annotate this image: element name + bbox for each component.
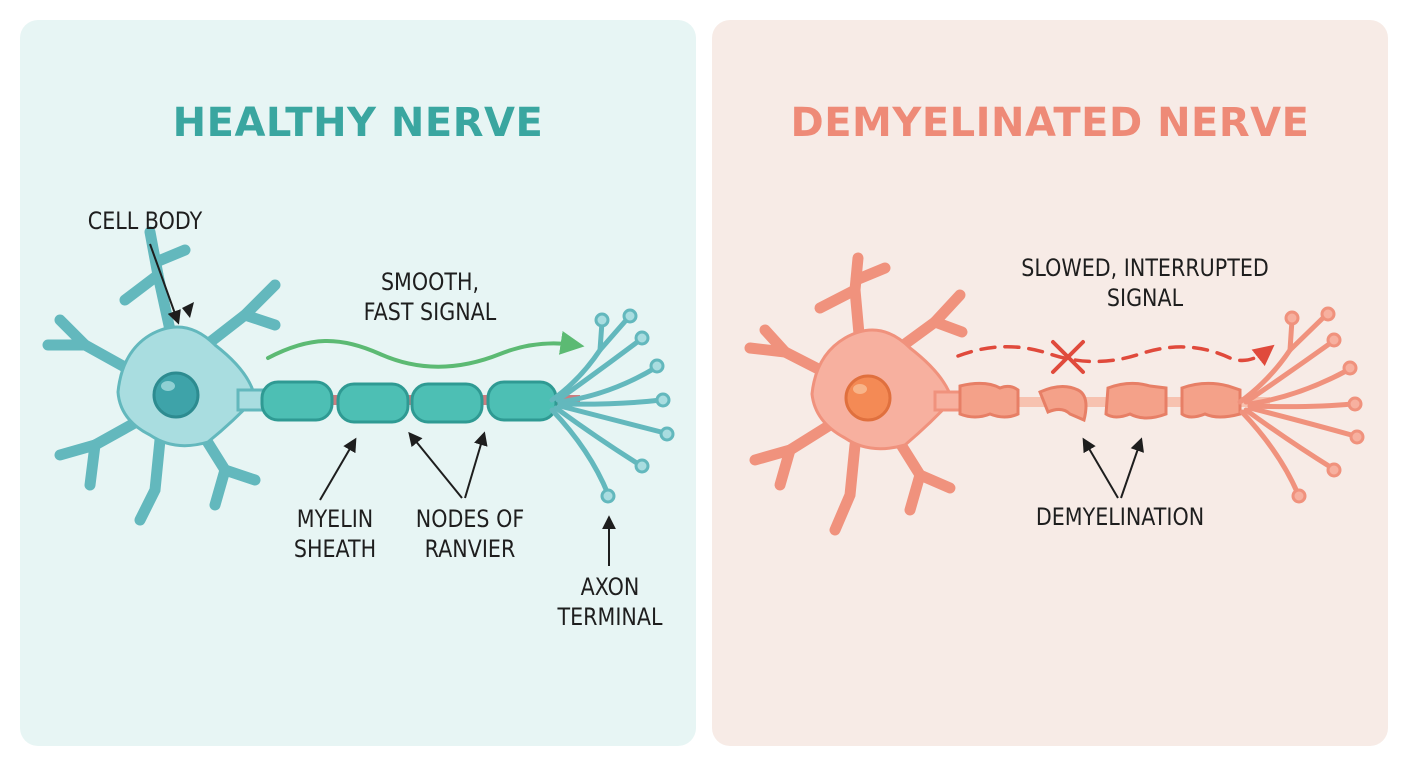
myelin-sheath-label: MYELIN SHEATH (293, 505, 377, 563)
slowed-interrupted-signal-label: SLOWED, INTERRUPTED SIGNAL (1021, 254, 1269, 312)
healthy-terminal-bulbs (594, 308, 675, 504)
myelin-segment (336, 382, 410, 424)
demyelinated-axon-terminal-branches (1237, 313, 1358, 497)
healthy-pointer-arrows (149, 243, 616, 566)
axon-terminal-label: AXON TERMINAL (557, 573, 663, 631)
demyelinated-neuron (744, 252, 1365, 536)
healthy-dendrites (42, 226, 281, 526)
myelin-segment (1180, 381, 1242, 419)
myelin-segment (410, 382, 484, 424)
healthy-cell-body-marker (182, 302, 194, 318)
signal-block-x-icon (1051, 340, 1085, 374)
smooth-fast-signal-label: SMOOTH, FAST SIGNAL (363, 268, 497, 326)
myelin-segment (260, 380, 334, 422)
damaged-myelin-segment (1038, 385, 1088, 423)
demyelinated-nerve-title: DEMYELINATED NERVE (790, 100, 1310, 146)
nodes-of-ranvier-label: NODES OF RANVIER (415, 505, 525, 563)
healthy-signal-arrow (266, 330, 585, 369)
demyelinated-nucleus (844, 374, 892, 422)
healthy-nucleus (152, 371, 200, 419)
healthy-myelin-sheaths (260, 380, 558, 424)
myelin-segment (486, 380, 558, 422)
demyelinated-terminal-bulbs (1284, 306, 1365, 504)
healthy-axon-terminal-branches (549, 315, 668, 497)
cell-body-label: CELL BODY (87, 207, 203, 235)
myelin-segment (958, 381, 1020, 419)
healthy-nerve-title: HEALTHY NERVE (172, 100, 544, 146)
healthy-neuron (42, 226, 675, 566)
demyelinated-signal-arrow (956, 344, 1275, 367)
myelin-segment (1104, 381, 1168, 420)
demyelinated-dendrites (744, 252, 968, 536)
demyelinated-myelin-sheaths (958, 381, 1242, 423)
demyelinated-pointer-arrows (1082, 437, 1144, 499)
demyelination-label: DEMYELINATION (1035, 503, 1205, 531)
